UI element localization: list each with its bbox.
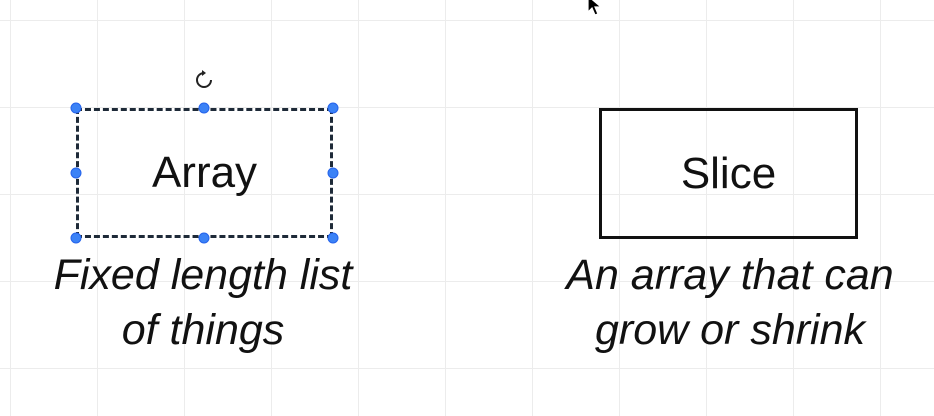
array-box[interactable]: Array xyxy=(76,108,333,238)
resize-handle-top[interactable] xyxy=(198,102,210,114)
slice-caption-line-2: grow or shrink xyxy=(594,306,866,354)
resize-handle-top-left[interactable] xyxy=(70,102,82,114)
resize-handle-bottom-right[interactable] xyxy=(327,232,339,244)
slice-box[interactable]: Slice xyxy=(599,108,858,239)
resize-handle-right[interactable] xyxy=(327,167,339,179)
mouse-pointer-icon xyxy=(587,0,603,16)
slice-caption: An array that can grow or shrink xyxy=(535,248,925,358)
array-label: Array xyxy=(151,148,258,197)
slice-caption-line-1: An array that can xyxy=(566,251,894,299)
array-caption: Fixed length list of things xyxy=(28,248,378,358)
resize-handle-bottom[interactable] xyxy=(198,232,210,244)
resize-handle-top-right[interactable] xyxy=(327,102,339,114)
array-caption-line-1: Fixed length list xyxy=(53,251,353,299)
resize-handle-left[interactable] xyxy=(70,167,82,179)
slice-label: Slice xyxy=(680,148,777,198)
array-caption-line-2: of things xyxy=(121,306,285,354)
resize-handle-bottom-left[interactable] xyxy=(70,232,82,244)
rotate-icon[interactable] xyxy=(192,68,216,92)
